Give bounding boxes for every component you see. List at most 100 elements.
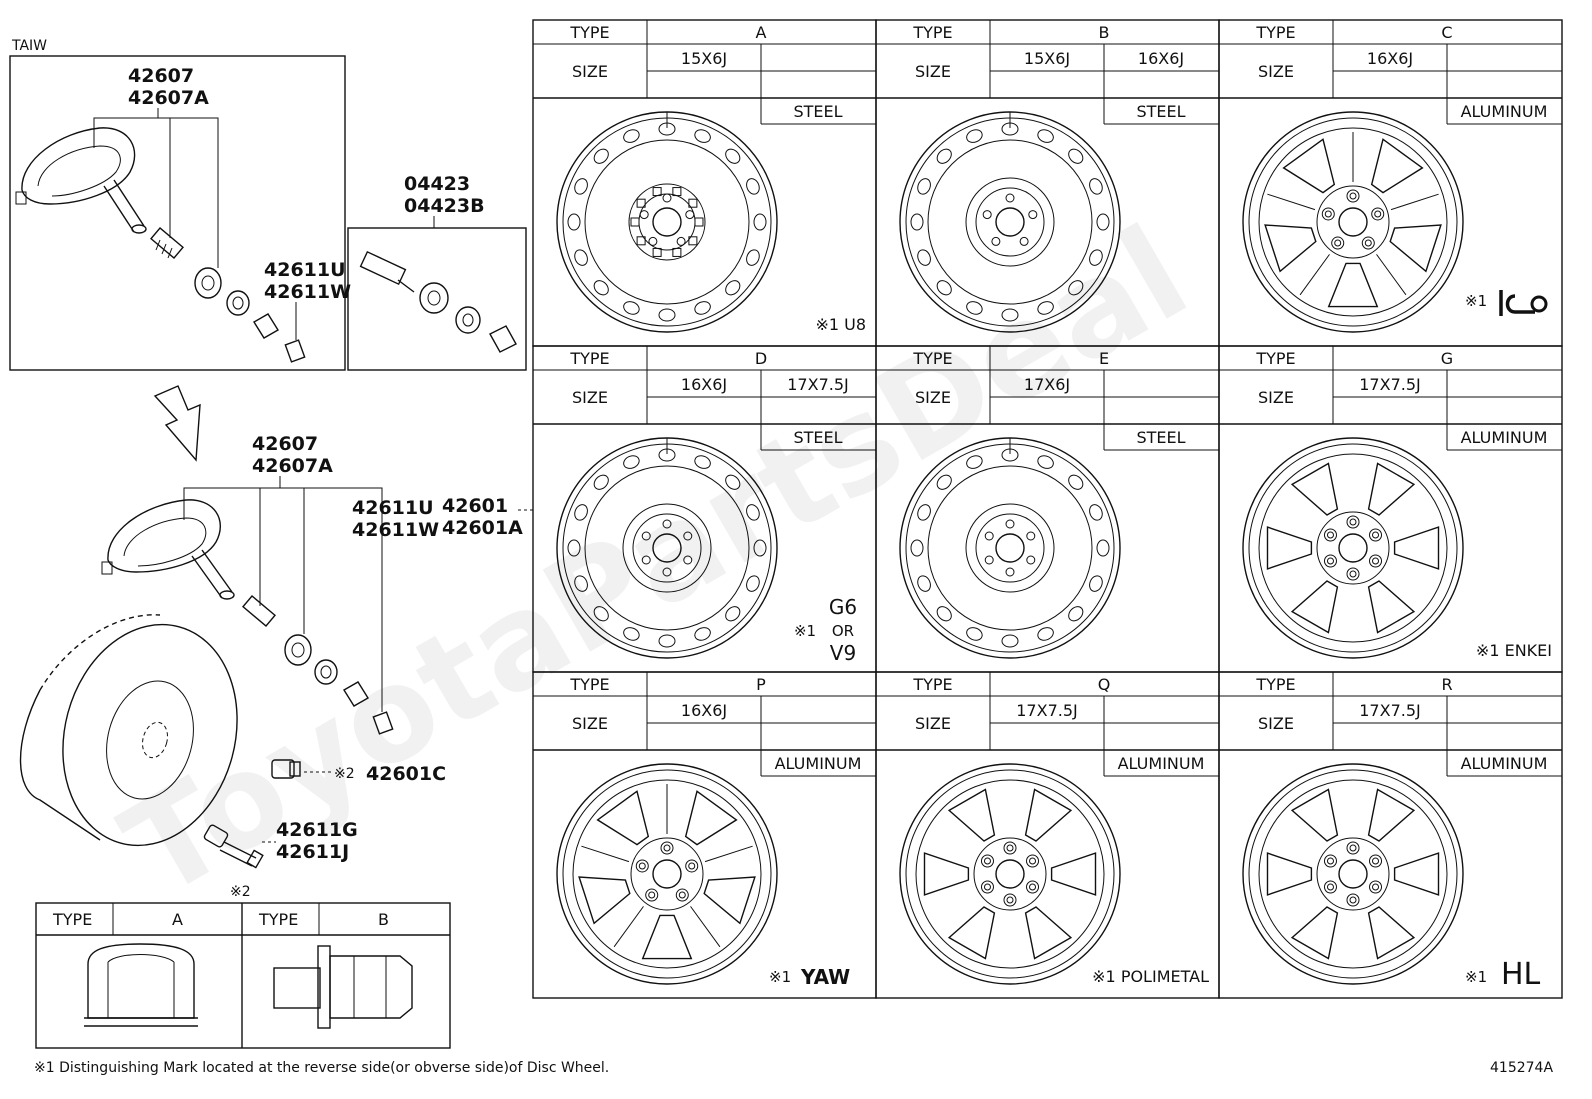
spoke-line	[581, 845, 630, 863]
center-bore	[1338, 533, 1368, 563]
lug-hole	[676, 236, 686, 246]
lug-hole	[685, 210, 695, 220]
type-label: TYPE	[1255, 675, 1295, 694]
part-number-42601[interactable]: 42601	[442, 495, 508, 517]
size-value-2: 17X7.5J	[787, 375, 848, 394]
hub-ring-inner	[632, 513, 702, 583]
lug-nut-inner	[1324, 210, 1332, 218]
part-number-04423[interactable]: 04423	[404, 173, 470, 195]
part-number-42611J[interactable]: 42611J	[276, 841, 349, 863]
material-label: ALUMINUM	[775, 754, 862, 773]
material-label: STEEL	[1136, 102, 1185, 121]
size-label: SIZE	[1258, 388, 1294, 407]
part-number-42611U-bottom[interactable]: 42611U	[352, 497, 434, 519]
part-number-42611W-bottom[interactable]: 42611W	[352, 519, 439, 541]
type-label: TYPE	[912, 23, 952, 42]
lug-nut	[1321, 207, 1335, 221]
type-value: Q	[1098, 675, 1111, 694]
vent-hole	[593, 280, 609, 296]
center-bore	[652, 533, 682, 563]
lug-nut	[1346, 515, 1360, 529]
vent-hole	[1096, 213, 1110, 231]
vent-hole	[936, 474, 952, 490]
mark-note: ※1	[769, 968, 791, 986]
vent-hole	[574, 504, 588, 521]
lug-nut-inner	[1349, 518, 1357, 526]
lug-hole	[639, 210, 649, 220]
lug-nut	[1361, 236, 1375, 250]
part-number-42611G[interactable]: 42611G	[276, 819, 358, 841]
wheel-rim-inner	[562, 117, 772, 327]
footnote: ※1 Distinguishing Mark located at the re…	[34, 1060, 609, 1076]
lug-hole	[648, 236, 658, 246]
spoke-window	[1264, 224, 1317, 273]
lug-nut-inner	[1372, 857, 1380, 865]
vent-hole	[1068, 280, 1084, 296]
spoke-window	[1290, 580, 1339, 634]
vent-hole	[966, 301, 983, 315]
size-label: SIZE	[572, 714, 608, 733]
vent-hole	[725, 474, 741, 490]
part-number-42611U-top[interactable]: 42611U	[264, 259, 346, 281]
vent-hole	[966, 129, 983, 143]
hub-ring-inner	[975, 513, 1045, 583]
type-value: C	[1441, 23, 1452, 42]
lug-hole	[683, 555, 693, 565]
lug-hole	[1019, 236, 1029, 246]
vent-hole	[936, 148, 952, 164]
hub-ring	[1316, 837, 1390, 911]
vent-hole	[917, 504, 931, 521]
vent-hole	[574, 178, 588, 195]
spoke-window	[703, 876, 756, 925]
lug-hole	[662, 519, 672, 529]
spoke-window	[1367, 580, 1416, 634]
distinguishing-mark-alt: V9	[830, 641, 856, 665]
vent-hole	[567, 539, 581, 557]
wheel-rim-inner	[1248, 117, 1458, 327]
lug-nut-inner	[1364, 239, 1372, 247]
type-label: TYPE	[912, 675, 952, 694]
spoke-line	[690, 906, 721, 948]
grommet-bottom-icon	[284, 634, 312, 666]
vent-hole	[910, 213, 924, 231]
lug-nut-inner	[983, 883, 991, 891]
vent-hole	[910, 539, 924, 557]
hub-nut-note: ※2	[334, 766, 355, 782]
hub-slot	[694, 217, 704, 227]
vent-hole	[694, 129, 711, 143]
lug-nut	[980, 854, 994, 868]
lug-nut	[1331, 236, 1345, 250]
part-number-42601A[interactable]: 42601A	[442, 517, 523, 539]
material-label: ALUMINUM	[1118, 754, 1205, 773]
part-number-42607-bottom[interactable]: 42607	[252, 433, 318, 455]
part-number-42607A[interactable]: 42607A	[128, 87, 209, 109]
lug-nut	[685, 859, 699, 873]
distinguishing-mark: G6	[829, 595, 857, 619]
lug-nut-inner	[1349, 844, 1357, 852]
spoke-window	[923, 852, 970, 896]
lug-nut-inner	[1372, 531, 1380, 539]
nut-type-label-b: TYPE	[258, 910, 298, 929]
lug-nut	[1026, 854, 1040, 868]
part-number-42611W-top[interactable]: 42611W	[264, 281, 351, 303]
vent-hole	[1096, 539, 1110, 557]
part-number-04423B[interactable]: 04423B	[404, 195, 485, 217]
size-value-2: 16X6J	[1138, 49, 1184, 68]
hub-slot	[652, 247, 662, 257]
lug-nut-inner	[1334, 239, 1342, 247]
valve-cap-bottom-icon	[372, 711, 394, 735]
part-number-42607[interactable]: 42607	[128, 65, 194, 87]
vent-hole	[623, 301, 640, 315]
part-number-42601C[interactable]: 42601C	[366, 763, 446, 785]
arrow-down-icon	[153, 385, 201, 462]
part-number-42607A-bottom[interactable]: 42607A	[252, 455, 333, 477]
wheel-barrel	[572, 779, 762, 969]
lug-nut-inner	[1349, 192, 1357, 200]
lug-hole	[982, 210, 992, 220]
size-value-1: 15X6J	[1024, 49, 1070, 68]
lug-nut-inner	[1029, 883, 1037, 891]
vent-hole	[1089, 178, 1103, 195]
lug-hole	[991, 236, 1001, 246]
spoke-window	[1367, 906, 1416, 960]
